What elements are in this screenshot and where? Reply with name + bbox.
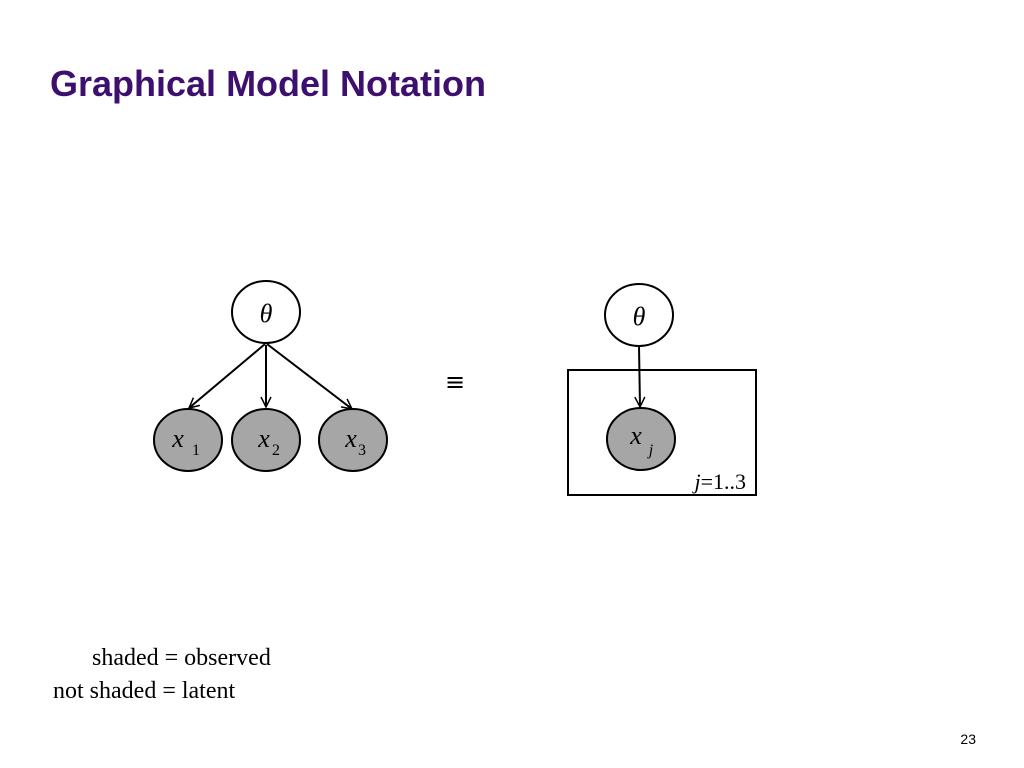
plate-label-range: =1..3 (701, 469, 746, 494)
edge-theta-x1 (189, 343, 266, 408)
left-parent-node: θ (231, 280, 301, 344)
right-child-node: x j (606, 407, 676, 471)
plate-label: j=1..3 (691, 469, 746, 494)
plate-box (567, 369, 757, 496)
left-child-node-1: x 1 (153, 408, 223, 472)
left-child-node-2: x 2 (231, 408, 301, 472)
edge-theta-xj (639, 345, 640, 407)
page-number: 23 (960, 731, 976, 747)
child-j-subscript: j (647, 442, 654, 459)
right-parent-label: θ (633, 302, 646, 331)
child-1-subscript: 1 (192, 442, 200, 459)
right-parent-node: θ (604, 283, 674, 347)
child-3-subscript: 3 (358, 442, 366, 459)
legend-latent: not shaded = latent (53, 678, 236, 704)
child-3-symbol: x (344, 424, 357, 453)
edge-theta-x3 (266, 343, 352, 409)
left-child-node-3: x 3 (318, 408, 388, 472)
equivalence-symbol: ≡ (445, 368, 465, 396)
child-2-subscript: 2 (272, 442, 280, 459)
legend-observed: shaded = observed (92, 645, 271, 671)
child-j-symbol: x (629, 421, 642, 450)
left-parent-label: θ (260, 299, 273, 328)
left-graph-edges (189, 343, 352, 409)
slide-title: Graphical Model Notation (50, 63, 487, 104)
plate-label-var: j (691, 469, 700, 494)
child-2-symbol: x (257, 424, 270, 453)
child-1-symbol: x (171, 424, 184, 453)
